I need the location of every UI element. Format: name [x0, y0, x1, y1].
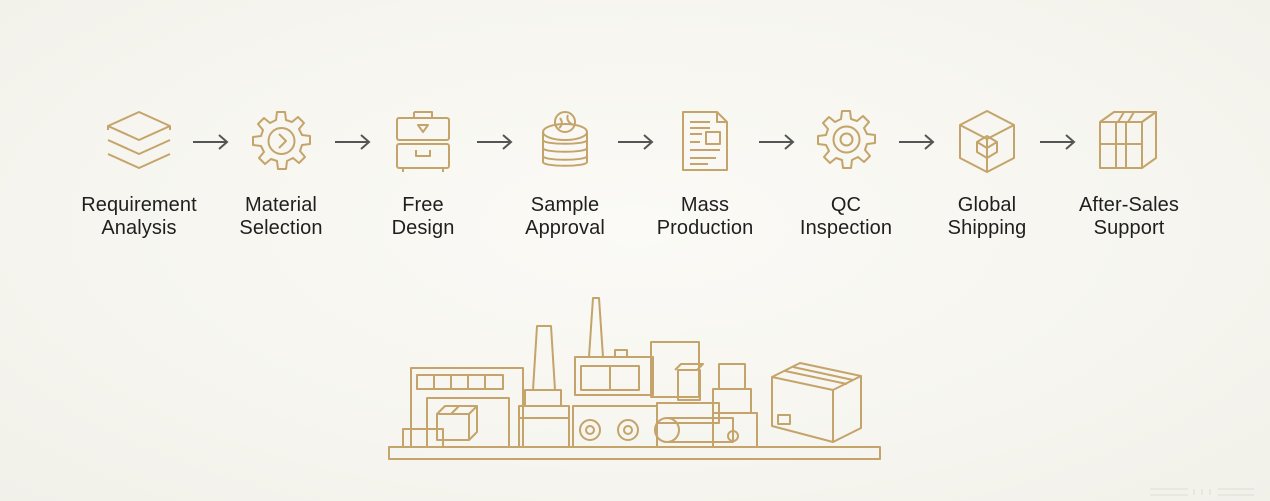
process-flow: Requirement Analysis Material Selection [64, 108, 1204, 239]
step-after-sales-support: After-Sales Support [1054, 108, 1204, 239]
gear-icon [252, 111, 311, 170]
arrow-right-icon [899, 134, 935, 150]
factory-building [524, 297, 752, 414]
step-label: Material Selection [239, 194, 323, 239]
arrow-right-icon [759, 134, 795, 150]
step-label: Mass Production [656, 194, 754, 239]
ground-platform [388, 446, 881, 460]
box-icon [1099, 111, 1157, 169]
arrow-right-icon [477, 134, 513, 150]
step-label: QC Inspection [799, 194, 893, 239]
layers-icon [107, 111, 171, 169]
drawer-icon [396, 111, 450, 172]
step-mass-production: Mass Production [630, 108, 780, 239]
arrow-right-icon [193, 134, 229, 150]
arrow-right-icon [1040, 134, 1076, 150]
step-requirement-analysis: Requirement Analysis [64, 108, 214, 239]
factory-line-illustration [388, 297, 881, 460]
arrow-right-icon [335, 134, 371, 150]
document-icon [682, 111, 728, 171]
step-sample-approval: Sample Approval [490, 108, 640, 239]
step-qc-inspection: QC Inspection [771, 108, 921, 239]
step-label: After-Sales Support [1078, 194, 1180, 239]
step-label: Global Shipping [947, 194, 1027, 239]
coin-stack-icon [542, 111, 588, 167]
conveyor [518, 402, 758, 448]
warehouse [402, 367, 524, 448]
step-label: Sample Approval [525, 194, 605, 239]
arrow-right-icon [618, 134, 654, 150]
step-material-selection: Material Selection [206, 108, 356, 239]
step-label: Requirement Analysis [81, 194, 197, 239]
shipping-box [771, 362, 862, 443]
step-label: Free Design [391, 194, 455, 239]
cube-icon [959, 110, 1015, 173]
step-global-shipping: Global Shipping [912, 108, 1062, 239]
cog-icon [817, 110, 876, 169]
watermark-mark [1150, 488, 1254, 496]
step-free-design: Free Design [348, 108, 498, 239]
